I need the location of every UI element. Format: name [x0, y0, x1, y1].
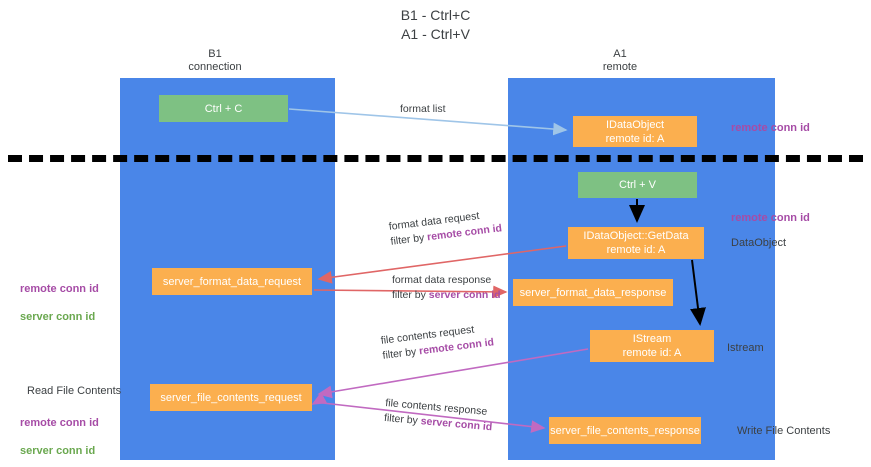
edge-label-file-contents-request: file contents request filter by remote c… [380, 320, 495, 363]
edge-label-format-data-response-line2: filter by server conn id [392, 289, 501, 301]
node-ctrl-c[interactable]: Ctrl + C [159, 95, 288, 122]
filter-key-server-conn-id: server conn id [428, 289, 501, 301]
edge-label-format-data-response: format data response filter by server co… [392, 273, 501, 303]
label-remote-conn-id-left: remote conn id [20, 283, 99, 295]
node-server-format-data-request[interactable]: server_format_data_request [152, 268, 312, 295]
label-left-conn-ids-top: remote conn id server conn id [20, 268, 99, 324]
label-read-file-contents: Read File Contents [27, 385, 122, 397]
label-left-conn-ids-bottom: remote conn id server conn id [20, 402, 99, 458]
node-idataobject-getdata[interactable]: IDataObject::GetData remote id: A [568, 227, 704, 259]
label-write-file-contents: Write File Contents [737, 425, 831, 437]
label-server-conn-id-left-2: server conn id [20, 445, 96, 457]
node-server-file-contents-response[interactable]: server_file_contents_response [549, 417, 701, 444]
label-remote-conn-id-top: remote conn id [731, 122, 810, 134]
column-header-a1: A1 remote [602, 48, 638, 73]
node-istream[interactable]: IStream remote id: A [590, 330, 714, 362]
label-server-conn-id-left: server conn id [20, 311, 96, 323]
phase-divider [8, 155, 863, 162]
page-title: B1 - Ctrl+C A1 - Ctrl+V [400, 7, 471, 42]
edge-label-format-data-response-line1: format data response [392, 274, 492, 286]
edge-label-format-list: format list [400, 103, 446, 115]
label-istream: Istream [727, 342, 764, 354]
label-remote-conn-id-mid: remote conn id [731, 212, 810, 224]
node-idataobject[interactable]: IDataObject remote id: A [573, 116, 697, 147]
edge-label-format-data-request: format data request filter by remote con… [388, 206, 503, 249]
label-dataobject: DataObject [731, 237, 787, 249]
node-server-file-contents-request[interactable]: server_file_contents_request [150, 384, 312, 411]
label-remote-conn-id-left-2: remote conn id [20, 417, 99, 429]
node-server-format-data-response[interactable]: server_format_data_response [513, 279, 673, 306]
node-ctrl-v[interactable]: Ctrl + V [578, 172, 697, 198]
edge-label-file-contents-response: file contents response filter by server … [383, 396, 494, 435]
column-header-b1: B1 connection [188, 48, 242, 73]
